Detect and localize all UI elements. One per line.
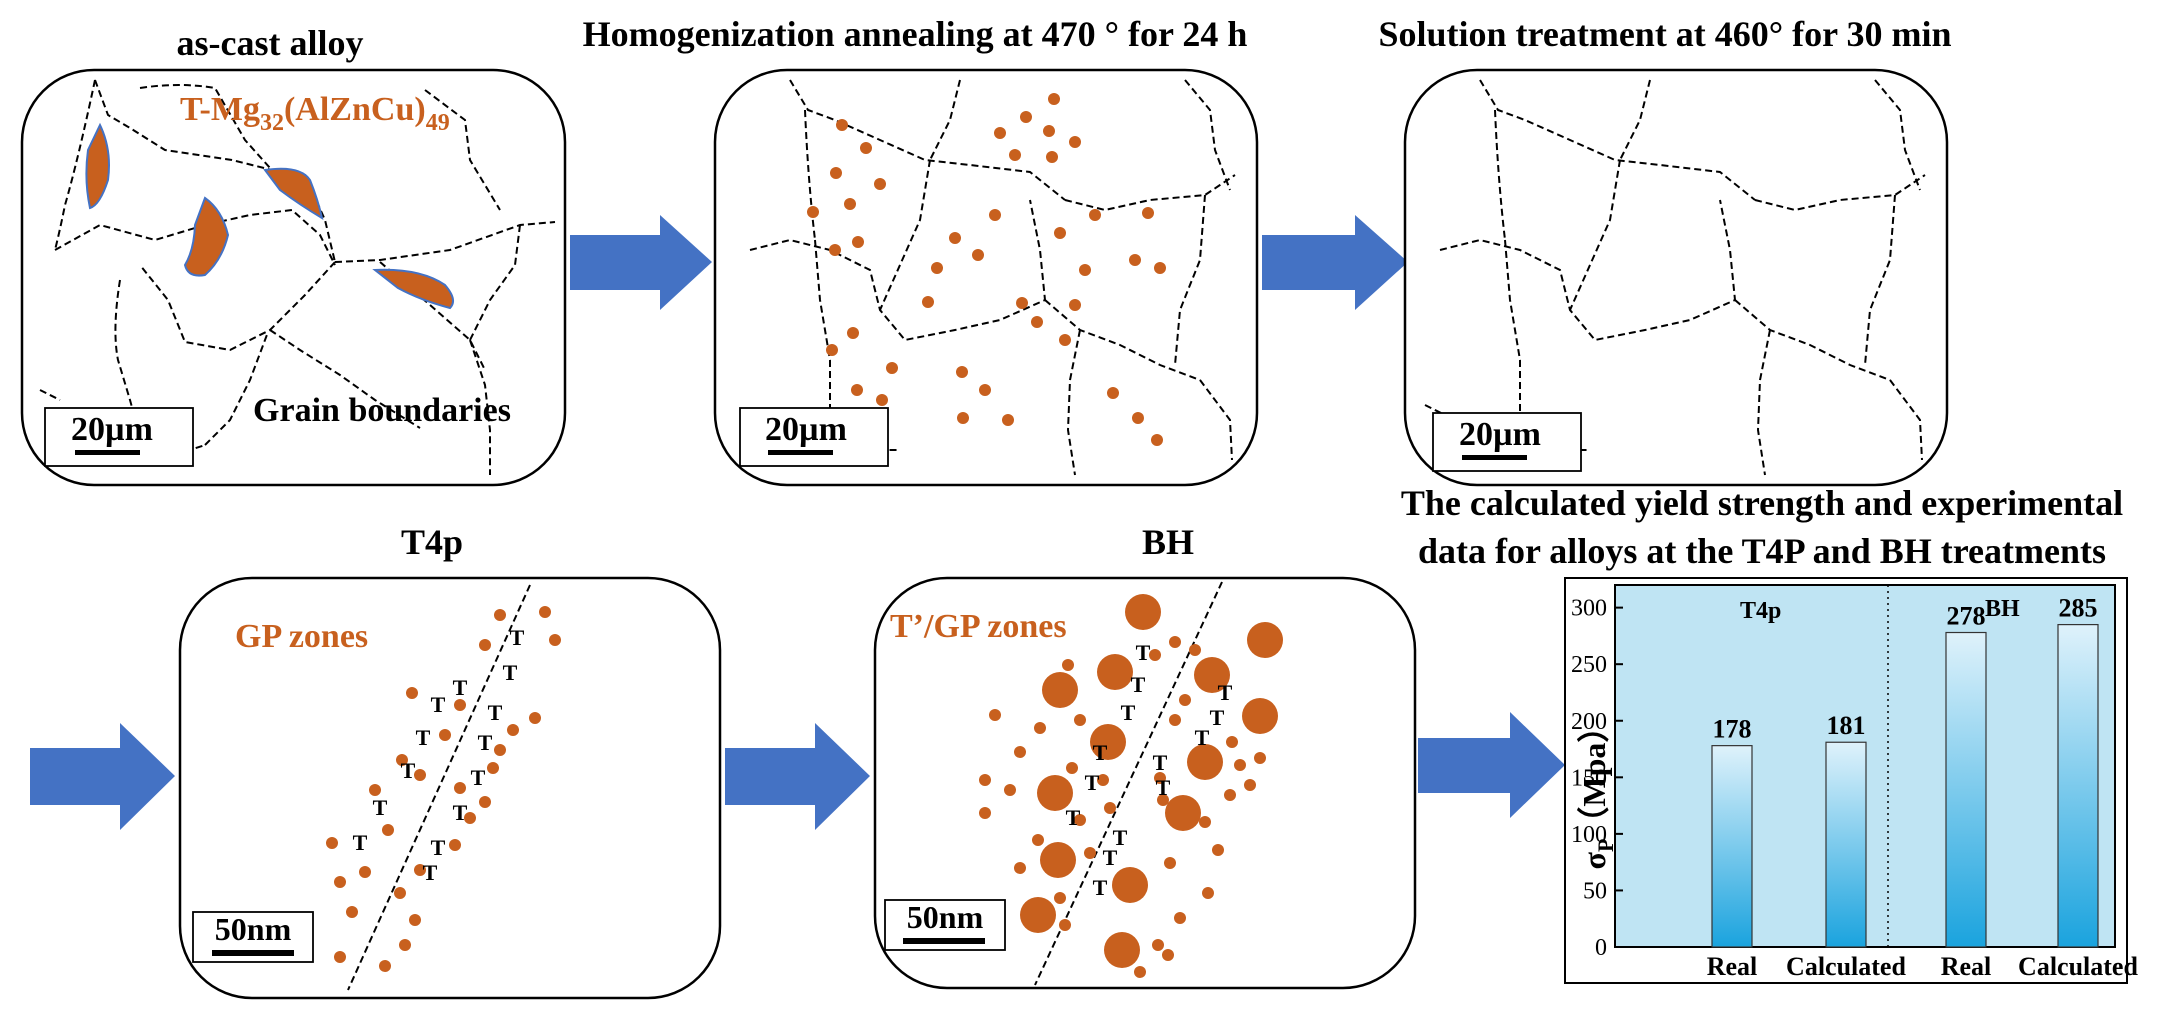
as-cast-grain-boundaries <box>39 79 556 475</box>
y-tick-label-6: 300 <box>1571 596 1607 622</box>
svg-text:T: T <box>401 758 416 783</box>
bar-value-label-1: 181 <box>1827 711 1866 740</box>
as-cast-scale-box <box>44 407 194 467</box>
solution-scale-label: 20µm <box>1459 416 1541 453</box>
bh-large-precipitates <box>1020 594 1283 968</box>
solution-panel <box>1403 68 1949 487</box>
t4p-precipitates <box>326 606 561 972</box>
svg-text:T: T <box>1093 740 1108 765</box>
chart-title-line1: The calculated yield strength and experi… <box>1401 483 2123 523</box>
bh-scale-label: 50nm <box>907 899 984 935</box>
homogenization-scale-box <box>739 407 889 467</box>
svg-text:T: T <box>1131 672 1146 697</box>
svg-text:T: T <box>416 725 431 750</box>
svg-text:T: T <box>353 830 368 855</box>
svg-text:T: T <box>1093 875 1108 900</box>
svg-text:T: T <box>488 700 503 725</box>
solution-title: Solution treatment at 460° for 30 min <box>1378 14 1951 54</box>
gp-zones-label: GP zones <box>235 618 368 655</box>
homogenization-scale-label: 20µm <box>765 411 847 448</box>
svg-text:T: T <box>453 675 468 700</box>
as-cast-scale-label: 20µm <box>71 411 153 448</box>
bh-boundary-line <box>1034 581 1223 986</box>
y-tick-label-2: 100 <box>1571 822 1607 848</box>
homogenization-title: Homogenization annealing at 470 ° for 24… <box>583 14 1248 54</box>
bh-small-precipitates <box>979 636 1266 978</box>
grain-boundaries-label: Grain boundaries <box>253 392 511 429</box>
arrow-2 <box>1262 215 1408 310</box>
homogenization-scale-bar <box>768 450 833 455</box>
svg-text:T: T <box>1195 725 1210 750</box>
t4p-panel <box>178 576 722 1000</box>
arrow-1 <box>570 215 712 310</box>
bar-value-label-3: 285 <box>2059 594 2098 623</box>
solution-grain-boundaries <box>1424 79 1926 476</box>
y-tick-label-5: 250 <box>1571 652 1607 678</box>
as-cast-t-phase-particles <box>85 122 455 310</box>
x-category-label-1: Calculated <box>1786 952 1906 981</box>
bar-value-label-2: 278 <box>1947 602 1986 631</box>
svg-text:T: T <box>1156 775 1171 800</box>
solution-scale-box <box>1432 412 1582 472</box>
bh-panel <box>873 576 1417 990</box>
svg-text:T: T <box>510 625 525 650</box>
svg-text:T: T <box>431 692 446 717</box>
svg-text:T: T <box>453 800 468 825</box>
solution-scale-bar <box>1462 455 1527 460</box>
svg-text:T: T <box>1136 640 1151 665</box>
arrow-3 <box>30 723 175 830</box>
as-cast-scale-bar <box>75 450 140 455</box>
x-category-label-3: Calculated <box>2018 952 2138 981</box>
bar-value-label-0: 178 <box>1713 715 1752 744</box>
arrow-4 <box>725 723 870 830</box>
y-tick-label-1: 50 <box>1583 878 1607 904</box>
x-category-label-0: Real <box>1707 952 1758 981</box>
t4p-title: T4p <box>401 522 463 562</box>
t-prime-gp-zones-label: T’/GP zones <box>890 608 1067 645</box>
svg-text:T: T <box>1113 825 1128 850</box>
chart-y-axis-label: σP（Mpa） <box>1576 711 1618 870</box>
svg-text:T: T <box>431 835 446 860</box>
y-tick-label-3: 150 <box>1571 765 1607 791</box>
chart-group-t4p: T4p <box>1740 598 1781 624</box>
svg-text:T: T <box>1218 680 1233 705</box>
bh-title: BH <box>1142 522 1194 562</box>
svg-text:T: T <box>423 860 438 885</box>
x-category-label-2: Real <box>1941 952 1992 981</box>
bar-1 <box>1825 741 1867 948</box>
chart-group-bh: BH <box>1985 596 2020 622</box>
as-cast-title: as-cast alloy <box>177 23 364 63</box>
arrow-5 <box>1418 712 1565 818</box>
svg-text:T: T <box>373 795 388 820</box>
svg-text:T: T <box>471 765 486 790</box>
svg-text:T: T <box>1103 845 1118 870</box>
chart-title-line2: data for alloys at the T4P and BH treatm… <box>1418 531 2106 571</box>
y-tick-label-0: 0 <box>1595 935 1607 961</box>
svg-text:T: T <box>1153 750 1168 775</box>
t-phase-label: T-Mg32(AlZnCu)49 <box>180 91 450 136</box>
bar-0 <box>1711 745 1753 948</box>
t4p-boundary-line <box>347 584 531 991</box>
y-tick-label-4: 200 <box>1571 709 1607 735</box>
homogenization-grain-boundaries <box>749 79 1236 476</box>
svg-text:T: T <box>478 730 493 755</box>
bar-2 <box>1945 631 1987 948</box>
svg-text:T: T <box>1085 770 1100 795</box>
homogenization-panel <box>713 68 1259 487</box>
bh-scale-bar <box>903 938 985 944</box>
svg-text:T: T <box>1121 700 1136 725</box>
svg-text:T: T <box>1066 805 1081 830</box>
svg-text:T: T <box>503 660 518 685</box>
svg-text:T: T <box>1210 705 1225 730</box>
as-cast-panel <box>20 68 567 487</box>
t4p-scale-label: 50nm <box>215 911 292 947</box>
t4p-scale-bar <box>212 950 294 956</box>
bar-3 <box>2057 623 2099 948</box>
